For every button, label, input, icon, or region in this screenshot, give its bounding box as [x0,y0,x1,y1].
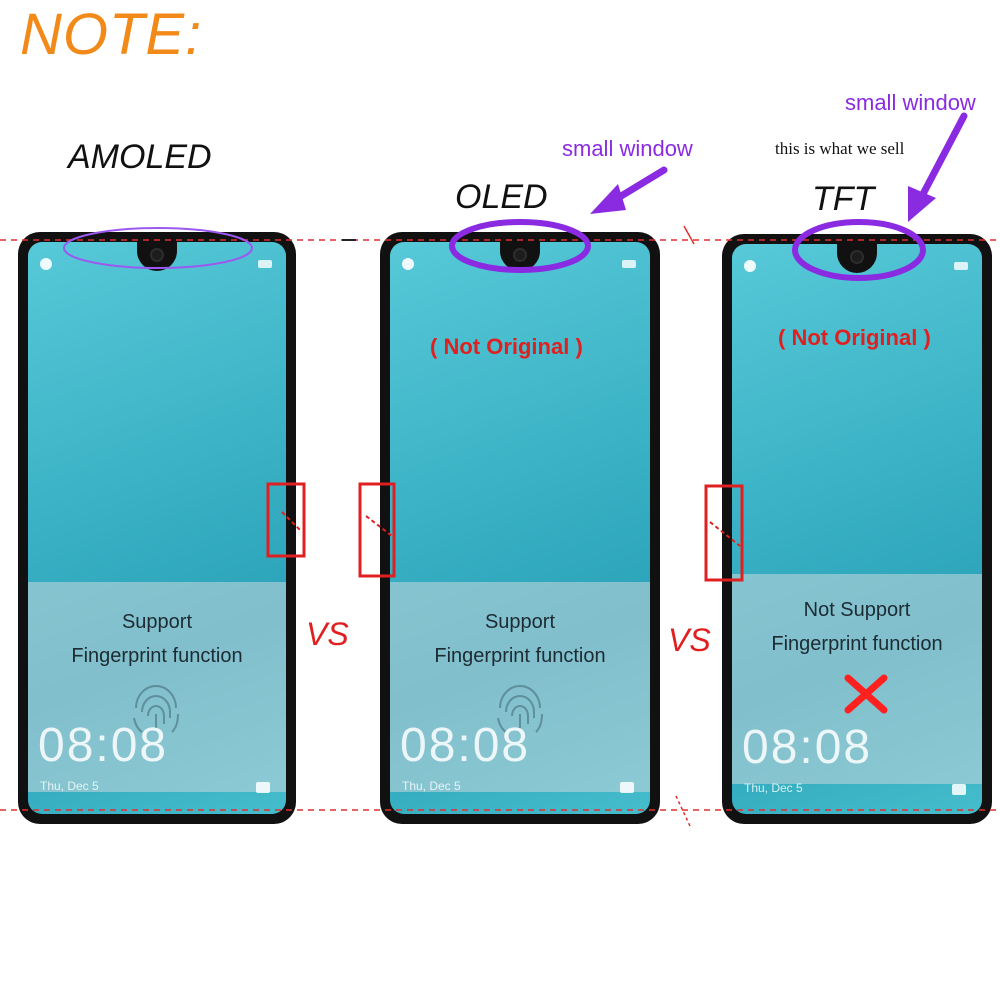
tft-label: TFT [812,180,875,218]
clock-date: Thu, Dec 5 [40,779,99,793]
tft-small-window-callout: small window [845,90,976,115]
not-support-text: Not Support [803,599,911,621]
oled-edge-box [358,482,396,578]
amoled-phone: Support Fingerprint function 08:08 Thu, … [18,232,296,824]
front-camera-icon [150,248,164,262]
tft-arrow-icon [908,112,968,222]
oled-screen: Support Fingerprint function 08:08 Thu, … [390,242,650,814]
support-text: Support [121,611,193,633]
fingerprint-function-text: Fingerprint function [434,645,606,667]
camera-icon [256,782,270,793]
status-icon [402,258,414,270]
camera-icon [620,782,634,793]
clock-time: 08:08 [742,721,873,774]
clock-time: 08:08 [400,719,531,772]
front-camera-icon [513,248,527,262]
oled-label: OLED [455,178,548,216]
vs-label-1: VS [306,616,349,652]
status-icon [744,260,756,272]
tft-screen: Not Support Fingerprint function 08:08 T… [732,244,982,814]
vs-label-2: VS [668,622,711,658]
tft-phone: Not Support Fingerprint function 08:08 T… [722,234,992,824]
clock-date: Thu, Dec 5 [744,781,803,795]
fingerprint-function-text: Fingerprint function [771,633,943,655]
battery-icon [954,262,968,270]
fingerprint-band [390,582,650,792]
clock-time: 08:08 [38,719,169,772]
note-title: NOTE: [20,2,203,67]
tft-notch-ellipse [792,219,926,281]
cross-icon [844,674,888,714]
notch [137,242,177,271]
fingerprint-band [28,582,286,792]
battery-icon [622,260,636,268]
oled-small-window-callout: small window [562,136,693,161]
what-we-sell-note: this is what we sell [775,139,905,158]
status-icon [40,258,52,270]
support-text: Support [484,611,556,633]
battery-icon [258,260,272,268]
fingerprint-function-text: Fingerprint function [71,645,243,667]
oled-phone: Support Fingerprint function 08:08 Thu, … [380,232,660,824]
clock-date: Thu, Dec 5 [402,779,461,793]
amoled-edge-box [266,482,306,558]
front-camera-icon [850,250,864,264]
fingerprint-band [732,574,982,784]
oled-arrow-icon [590,166,668,214]
guide-tick [683,225,695,245]
oled-not-original-badge: ( Not Original ) [430,334,583,359]
oled-notch-ellipse [449,219,591,273]
fingerprint-icon [497,685,543,733]
amoled-screen: Support Fingerprint function 08:08 Thu, … [28,242,286,814]
tft-not-original-badge: ( Not Original ) [778,325,931,350]
guide-tick [675,795,691,827]
tft-edge-box [704,484,744,582]
amoled-label: AMOLED [68,138,212,176]
amoled-notch-ellipse [63,227,253,269]
camera-icon [952,784,966,795]
notch [837,244,877,273]
fingerprint-icon [133,685,179,733]
